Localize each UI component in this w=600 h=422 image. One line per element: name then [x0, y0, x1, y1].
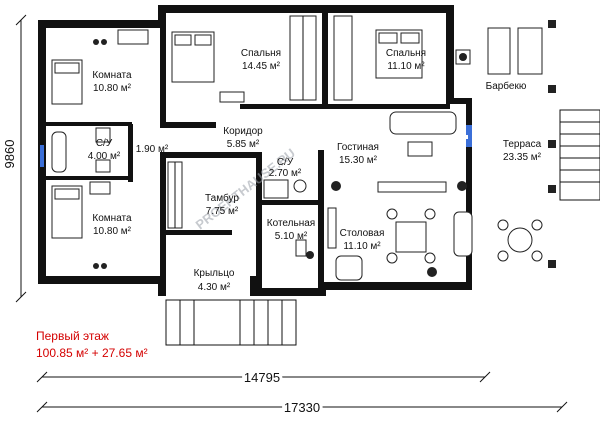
terrace-area: 23.35 м²	[503, 152, 542, 163]
bedroom-1-name: Спальня	[241, 48, 281, 59]
dining-area: 11.10 м²	[343, 241, 381, 252]
height-label: 9860	[2, 140, 17, 169]
dimension-inner-width: 14795	[36, 367, 491, 388]
corridor-name: Коридор	[223, 126, 263, 137]
hall-small-area: 1.90 м²	[136, 144, 169, 155]
terrace-name: Терраса	[503, 139, 542, 150]
total-width-label: 17330	[284, 400, 320, 415]
bedroom-1-area: 14.45 м²	[242, 61, 281, 72]
corridor-area: 5.85 м²	[227, 139, 260, 150]
room-nw-area: 10.80 м²	[93, 83, 132, 94]
dining-name: Столовая	[340, 228, 385, 239]
living-area: 15.30 м²	[339, 155, 378, 166]
bbq-name: Барбекю	[486, 80, 527, 92]
bath-2-name: С/У	[277, 157, 294, 168]
floor-title: Первый этаж	[36, 329, 109, 343]
dimension-height: 9860	[2, 14, 27, 303]
room-labels: Комната 10.80 м² Спальня 14.45 м² Спальн…	[88, 48, 542, 293]
vestibule-area: 7.75 м²	[206, 206, 239, 217]
bedroom-2-area: 11.10 м²	[387, 61, 425, 72]
bath-2-area: 2.70 м²	[269, 168, 302, 179]
vestibule-name: Тамбур	[205, 192, 239, 204]
windows	[40, 125, 472, 167]
floor-area: 100.85 м² + 27.65 м²	[36, 346, 148, 360]
room-sw-area: 10.80 м²	[93, 226, 132, 237]
living-name: Гостиная	[337, 142, 379, 153]
room-sw-name: Комната	[92, 213, 132, 224]
bedroom-2-name: Спальня	[386, 48, 426, 59]
porch-area: 4.30 м²	[198, 282, 231, 293]
dimension-total-width: 17330	[36, 397, 568, 418]
room-nw-name: Комната	[92, 70, 132, 81]
inner-width-label: 14795	[244, 370, 280, 385]
bath-1-area: 4.00 м²	[88, 151, 121, 162]
furniture	[51, 15, 600, 346]
boiler-area: 5.10 м²	[275, 231, 308, 242]
boiler-name: Котельная	[267, 218, 315, 229]
bath-1-name: С/У	[96, 138, 113, 149]
porch-name: Крыльцо	[194, 268, 235, 279]
